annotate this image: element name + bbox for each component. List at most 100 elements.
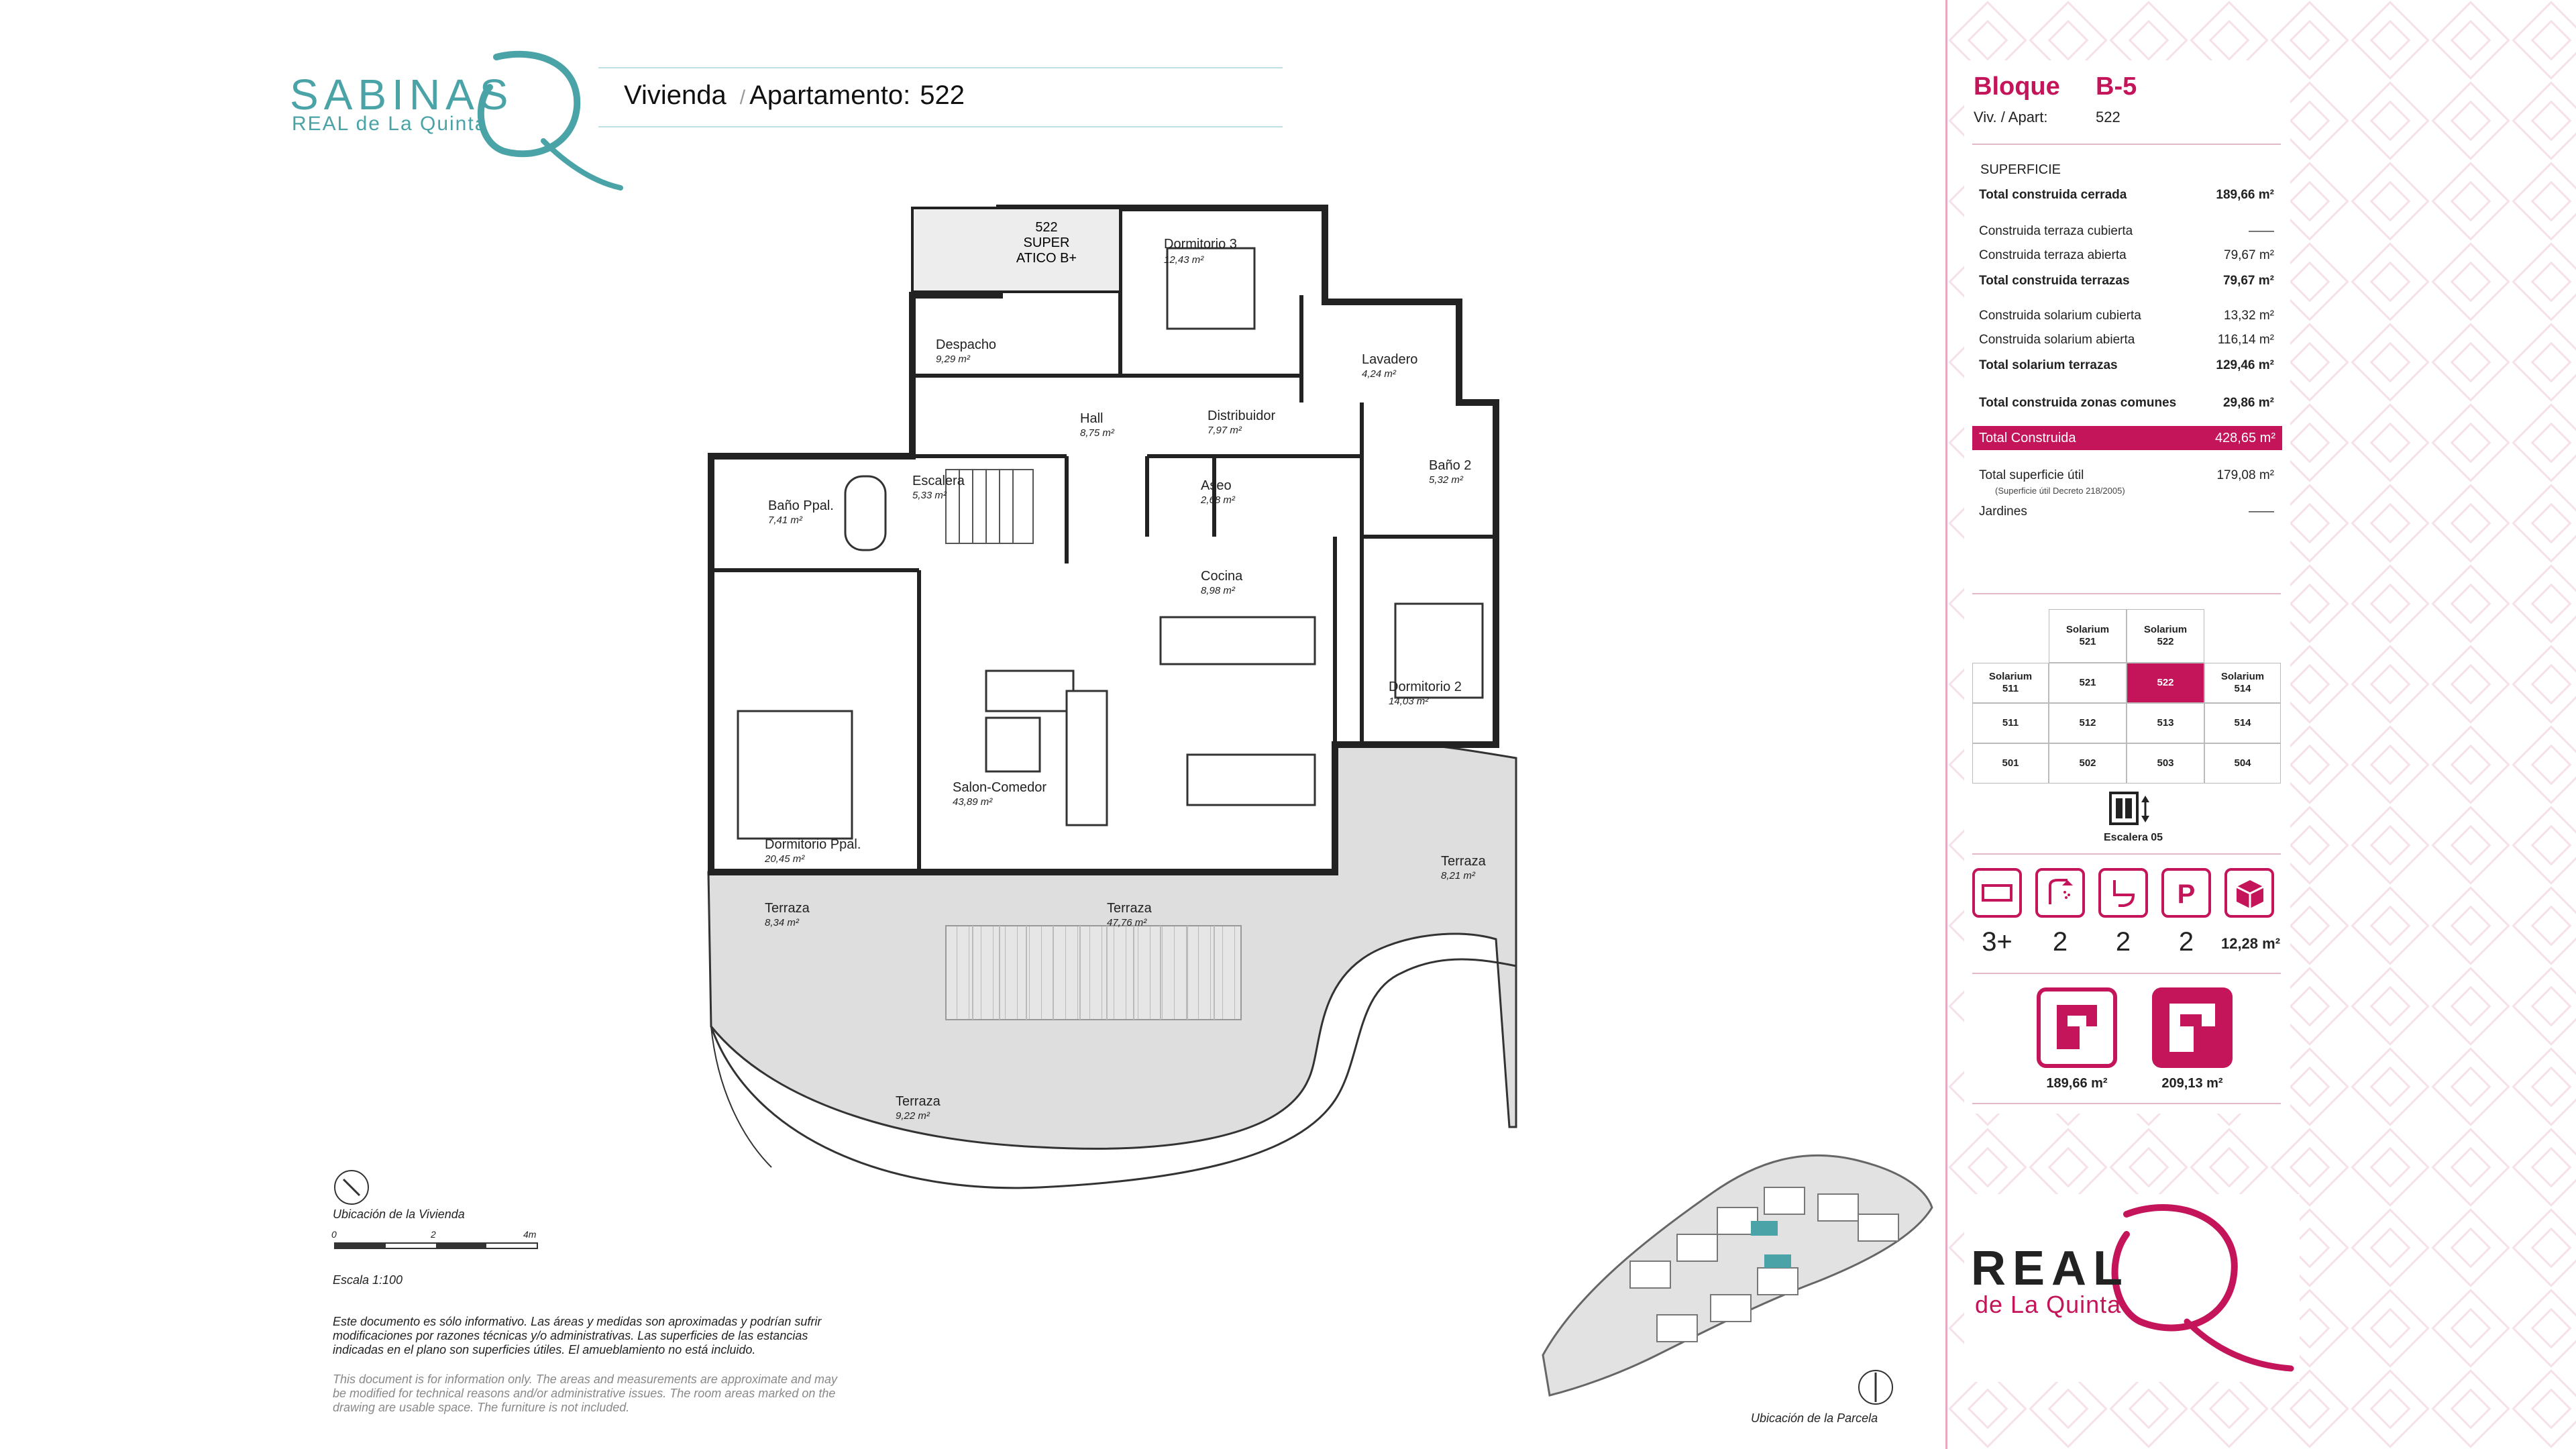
toilets-count: 2	[2115, 927, 2131, 957]
panel-divider-2	[1972, 593, 2281, 594]
elevator-stairs-icon	[2109, 792, 2149, 825]
panel-divider-5	[1972, 1103, 2281, 1104]
row-label: Total solarium terrazas	[1979, 358, 2118, 372]
room-distribuidor: Distribuidor	[1208, 409, 1275, 423]
room-terraza-south-area: 9,22 m²	[896, 1110, 930, 1122]
floor-plan: 522 SUPER ATICO B+ Dormitorio 3 12,43 m²…	[707, 205, 1517, 1189]
grid-cell-bottom: 522	[2157, 636, 2174, 647]
total-value: 428,65 m²	[2214, 430, 2275, 445]
row-solarium-cubierta: Construida solarium cubierta 13,32 m²	[1979, 309, 2274, 323]
room-dormitorio-ppal-area: 20,45 m²	[764, 853, 805, 865]
viv-label: Viv.	[1974, 109, 1997, 125]
room-terraza-east: Terraza	[1441, 854, 1487, 869]
room-aseo-area: 2,68 m²	[1200, 494, 1236, 506]
pergola	[945, 925, 1242, 1020]
row-terraza-cubierta: Construida terraza cubierta——	[1979, 224, 2274, 239]
room-terraza-main-area: 47,76 m²	[1107, 917, 1147, 928]
room-despacho: Despacho	[936, 337, 996, 352]
bedrooms-count: 3+	[1982, 927, 2012, 957]
grid-cell: 514	[2204, 703, 2281, 743]
apartment-number: 522	[920, 80, 965, 110]
grid-cell-top: 504	[2234, 757, 2251, 769]
scale-tick-4: 4m	[523, 1229, 537, 1240]
panel-content-bg	[1964, 60, 2290, 1114]
grid-cell-top: 501	[2002, 757, 2019, 769]
real-logo-q	[2111, 1204, 2294, 1372]
closed-area-icon	[2037, 987, 2117, 1068]
grid-cell-top: 522	[2157, 677, 2174, 688]
grid-cell-top: 513	[2157, 717, 2174, 729]
room-dormitorio-2-area: 14,03 m²	[1389, 696, 1429, 707]
bathrooms-count: 2	[2052, 927, 2068, 957]
grid-cell: 501	[1972, 743, 2049, 784]
row-label: Total construida cerrada	[1979, 188, 2127, 202]
room-escalera: Escalera	[912, 474, 965, 488]
apartamento-label: Apartamento:	[749, 80, 911, 110]
row-label: Jardines	[1979, 504, 2027, 519]
row-value: ——	[2249, 224, 2274, 238]
total-area-icon	[2152, 987, 2233, 1068]
row-total-cerrada: Total construida cerrada 189,66 m²	[1979, 188, 2274, 203]
closed-area-value: 189,66 m²	[2046, 1076, 2108, 1091]
grid-cell-top: 514	[2234, 717, 2251, 729]
grid-cell-current: 522	[2127, 663, 2204, 703]
svg-text:P: P	[2178, 879, 2196, 909]
real-logo-word: REAL	[1971, 1242, 2129, 1295]
row-value: 129,46 m²	[2216, 358, 2274, 372]
scale-tick-2: 2	[431, 1229, 436, 1240]
grid-cell-top: 502	[2079, 757, 2096, 769]
brand-subtitle: REAL de La Quinta	[292, 113, 488, 135]
total-label: Total Construida	[1979, 430, 2076, 445]
grid-cell-top: 503	[2157, 757, 2174, 769]
parcel-map	[1542, 1154, 1933, 1397]
room-aseo: Aseo	[1201, 478, 1232, 493]
page-title: Vivienda/Apartamento:522	[624, 80, 974, 111]
row-label: Construida solarium abierta	[1979, 333, 2135, 347]
room-cocina-area: 8,98 m²	[1201, 585, 1236, 596]
parking-count: 2	[2178, 927, 2194, 957]
apart-label: Apart:	[2008, 109, 2048, 125]
real-logo-bg	[1964, 1194, 2300, 1382]
total-construida-bar: Total Construida 428,65 m²	[1972, 426, 2282, 450]
storage-area: 12,28 m²	[2220, 935, 2281, 952]
room-bano-ppal: Baño Ppal.	[768, 498, 834, 513]
plan-unit-label-2: SUPER	[1024, 235, 1070, 250]
room-terraza-west: Terraza	[765, 901, 810, 916]
parcel-label: Ubicación de la Parcela	[1751, 1411, 1878, 1425]
panel-divider-3	[1972, 853, 2281, 855]
grid-cell: 502	[2049, 743, 2127, 784]
row-label: Total superficie útil	[1979, 468, 2084, 482]
block-label: Bloque	[1974, 72, 2060, 101]
room-distribuidor-area: 7,97 m²	[1208, 425, 1242, 436]
plan-unit-label-3: ATICO B+	[1016, 251, 1077, 266]
disclaimer-en: This document is for information only. T…	[333, 1373, 838, 1414]
scale-tick-0: 0	[331, 1229, 337, 1240]
row-label: Total construida terrazas	[1979, 274, 2130, 288]
room-salon-comedor-area: 43,89 m²	[953, 796, 993, 808]
row-label: Construida solarium cubierta	[1979, 309, 2141, 323]
disclaimer-es: Este documento es sólo informativo. Las …	[333, 1315, 822, 1356]
parking-icon: P	[2161, 868, 2211, 918]
row-value: 13,32 m²	[2224, 309, 2274, 323]
orientation-label: Ubicación de la Vivienda	[333, 1208, 465, 1221]
grid-cell-top: 512	[2079, 717, 2096, 729]
room-dormitorio-2: Dormitorio 2	[1389, 680, 1462, 694]
room-lavadero-area: 4,24 m²	[1362, 368, 1397, 380]
room-bano-ppal-area: 7,41 m²	[768, 515, 803, 526]
real-logo-sub: de La Quinta	[1975, 1291, 2122, 1318]
scale-label: Escala 1:100	[333, 1273, 403, 1287]
row-value: 189,66 m²	[2216, 188, 2274, 202]
row-value: 116,14 m²	[2217, 333, 2274, 347]
vivienda-label: Vivienda	[624, 80, 727, 110]
util-decree-note: (Superficie útil Decreto 218/2005)	[1995, 486, 2125, 496]
header-divider-bottom	[598, 126, 1283, 127]
room-terraza-west-area: 8,34 m²	[765, 917, 800, 928]
grid-cell-top: Solarium	[2143, 624, 2188, 635]
scale-bar	[334, 1242, 538, 1249]
row-label: Construida terraza abierta	[1979, 248, 2127, 262]
